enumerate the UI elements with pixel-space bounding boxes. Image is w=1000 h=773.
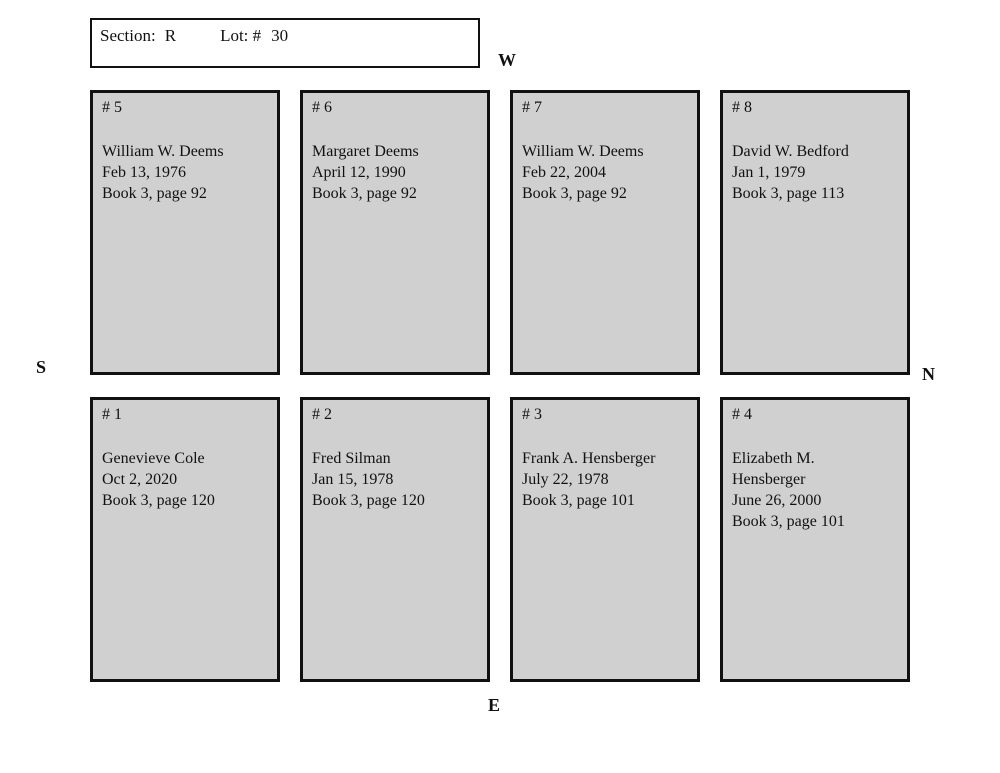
plot-info: Fred Silman Jan 15, 1978 Book 3, page 12…: [312, 448, 478, 511]
plot-book-ref: Book 3, page 92: [102, 185, 207, 202]
plot-info: Genevieve Cole Oct 2, 2020 Book 3, page …: [102, 448, 268, 511]
plot-name: Elizabeth M. Hensberger: [732, 450, 815, 488]
plot-name: Margaret Deems: [312, 143, 419, 160]
plot-date: Jan 1, 1979: [732, 164, 806, 181]
plot-box-6: # 6 Margaret Deems April 12, 1990 Book 3…: [300, 90, 490, 375]
plot-info: Elizabeth M. Hensberger June 26, 2000 Bo…: [732, 448, 898, 532]
plot-box-7: # 7 William W. Deems Feb 22, 2004 Book 3…: [510, 90, 700, 375]
plot-grid-bottom-row: # 1 Genevieve Cole Oct 2, 2020 Book 3, p…: [90, 397, 910, 682]
plot-box-1: # 1 Genevieve Cole Oct 2, 2020 Book 3, p…: [90, 397, 280, 682]
plot-date: Jan 15, 1978: [312, 471, 394, 488]
plot-info: William W. Deems Feb 22, 2004 Book 3, pa…: [522, 141, 688, 204]
plot-number: # 3: [522, 406, 542, 423]
plot-book-ref: Book 3, page 101: [522, 492, 635, 509]
plot-box-2: # 2 Fred Silman Jan 15, 1978 Book 3, pag…: [300, 397, 490, 682]
plot-book-ref: Book 3, page 92: [522, 185, 627, 202]
plot-book-ref: Book 3, page 120: [312, 492, 425, 509]
plot-number: # 1: [102, 406, 122, 423]
plot-name: Frank A. Hensberger: [522, 450, 656, 467]
plot-info: Margaret Deems April 12, 1990 Book 3, pa…: [312, 141, 478, 204]
lot-label: Lot: #: [220, 26, 262, 45]
plot-grid-top-row: # 5 William W. Deems Feb 13, 1976 Book 3…: [90, 90, 910, 375]
plot-info: Frank A. Hensberger July 22, 1978 Book 3…: [522, 448, 688, 511]
plot-number: # 4: [732, 406, 752, 423]
plot-book-ref: Book 3, page 120: [102, 492, 215, 509]
plot-info: William W. Deems Feb 13, 1976 Book 3, pa…: [102, 141, 268, 204]
plot-info: David W. Bedford Jan 1, 1979 Book 3, pag…: [732, 141, 898, 204]
plot-name: David W. Bedford: [732, 143, 849, 160]
plot-name: William W. Deems: [522, 143, 644, 160]
plot-box-5: # 5 William W. Deems Feb 13, 1976 Book 3…: [90, 90, 280, 375]
section-value: R: [164, 26, 177, 45]
plot-date: Feb 22, 2004: [522, 164, 606, 181]
plot-date: June 26, 2000: [732, 492, 822, 509]
plot-box-4: # 4 Elizabeth M. Hensberger June 26, 200…: [720, 397, 910, 682]
plot-book-ref: Book 3, page 92: [312, 185, 417, 202]
section-lot-header: Section: R Lot: # 30: [90, 18, 480, 68]
compass-west-label: W: [498, 50, 516, 70]
compass-south-label: S: [36, 357, 47, 377]
section-label: Section:: [100, 26, 156, 45]
plot-number: # 7: [522, 99, 542, 116]
plot-number: # 8: [732, 99, 752, 116]
plot-box-8: # 8 David W. Bedford Jan 1, 1979 Book 3,…: [720, 90, 910, 375]
plot-date: April 12, 1990: [312, 164, 406, 181]
plot-number: # 2: [312, 406, 332, 423]
plot-box-3: # 3 Frank A. Hensberger July 22, 1978 Bo…: [510, 397, 700, 682]
plot-name: Genevieve Cole: [102, 450, 205, 467]
plot-book-ref: Book 3, page 101: [732, 513, 845, 530]
plot-grid: # 5 William W. Deems Feb 13, 1976 Book 3…: [90, 90, 910, 682]
lot-value: 30: [271, 26, 289, 45]
plot-number: # 6: [312, 99, 332, 116]
plot-date: Oct 2, 2020: [102, 471, 178, 488]
plot-date: July 22, 1978: [522, 471, 609, 488]
plot-number: # 5: [102, 99, 122, 116]
plot-date: Feb 13, 1976: [102, 164, 186, 181]
compass-north-label: N: [922, 364, 935, 384]
plot-name: Fred Silman: [312, 450, 391, 467]
plot-name: William W. Deems: [102, 143, 224, 160]
plot-book-ref: Book 3, page 113: [732, 185, 845, 202]
compass-east-label: E: [488, 695, 501, 715]
